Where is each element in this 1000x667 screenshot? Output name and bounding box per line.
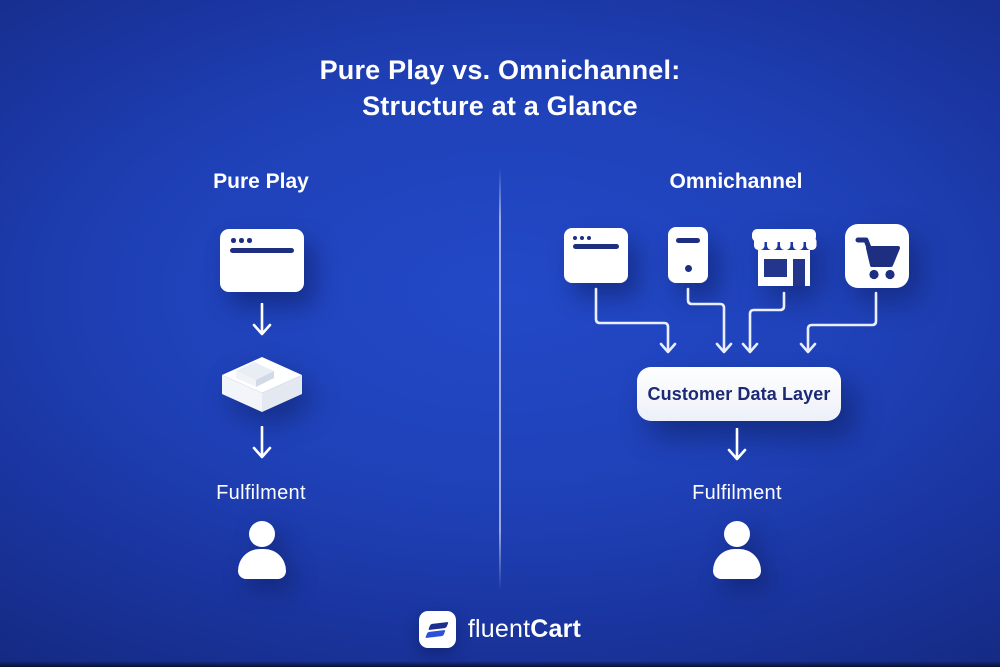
customer-person-icon — [713, 521, 761, 579]
person-head — [724, 521, 750, 547]
storefront-browser-icon — [220, 229, 304, 292]
browser-dot — [231, 238, 236, 243]
brand-name-regular: fluent — [467, 615, 531, 643]
phone-speaker-bar — [676, 238, 700, 243]
browser-dot — [239, 238, 244, 243]
browser-addressbar — [230, 248, 294, 253]
person-body — [713, 549, 761, 579]
phone-home-button — [684, 265, 692, 272]
page-title-line1: Pure Play vs. Omnichannel: — [319, 55, 681, 85]
brand-name: fluentCart — [468, 615, 581, 644]
mobile-app-icon — [668, 227, 708, 283]
customer-data-layer-box: Customer Data Layer — [637, 367, 841, 421]
browser-addressbar — [573, 244, 619, 249]
browser-dot — [573, 236, 577, 240]
pure-play-heading: Pure Play — [213, 170, 309, 193]
omnichannel-fulfilment-label: Fulfilment — [692, 482, 782, 504]
logo-stripe — [425, 629, 446, 638]
fluentcart-logo-icon — [418, 611, 456, 648]
logo-stripe — [428, 621, 449, 630]
omnichannel-heading: Omnichannel — [669, 170, 803, 193]
customer-person-icon — [238, 521, 286, 579]
commerce-module-cube-icon — [222, 357, 302, 412]
web-storefront-icon — [564, 228, 628, 283]
shopping-cart-icon — [845, 224, 909, 288]
page-title-line2: Structure at a Glance — [362, 91, 638, 121]
browser-dot — [247, 238, 252, 243]
browser-dot — [580, 236, 584, 240]
pure-play-fulfilment-label: Fulfilment — [216, 482, 306, 504]
person-body — [238, 549, 286, 579]
brand-name-bold: Cart — [530, 615, 582, 643]
customer-data-layer-label: Customer Data Layer — [647, 383, 831, 404]
down-arrow-icon — [252, 303, 272, 336]
browser-dot — [587, 236, 591, 240]
down-arrow-icon — [252, 426, 272, 459]
page-title: Pure Play vs. Omnichannel: Structure at … — [0, 52, 1000, 124]
column-divider — [499, 168, 501, 590]
physical-store-icon — [752, 229, 817, 286]
person-head — [249, 521, 275, 547]
brand-lockup: fluentCart — [0, 611, 1000, 648]
down-arrow-icon — [727, 428, 747, 461]
